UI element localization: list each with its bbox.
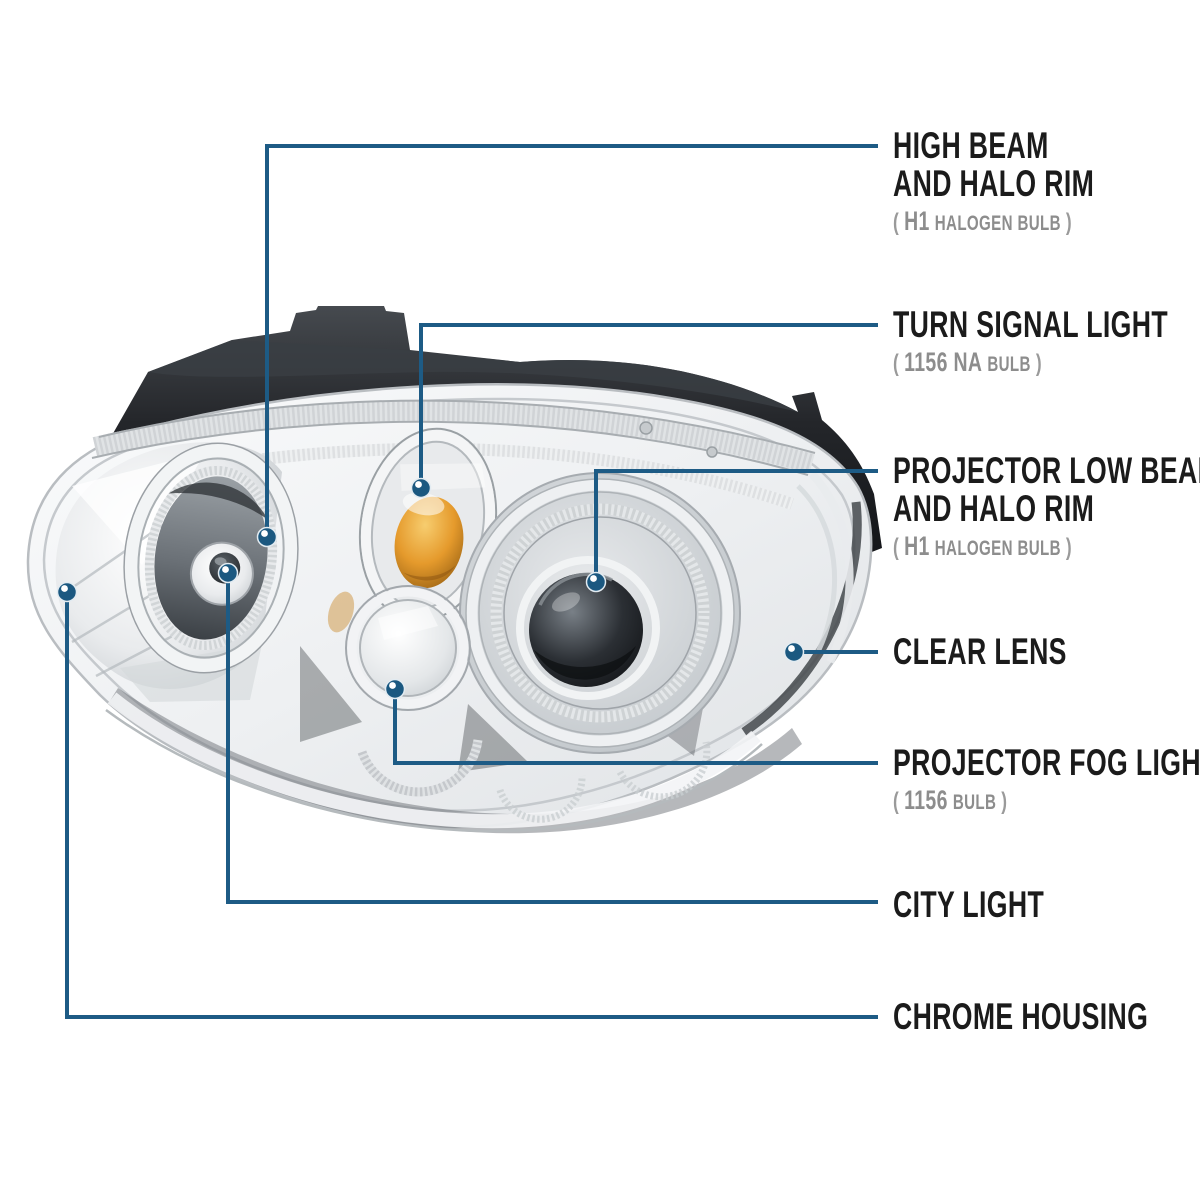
callout-line-city-light bbox=[226, 573, 878, 904]
label-turn-signal: TURN SIGNAL LIGHT ( 1156 NA BULB ) bbox=[893, 306, 1168, 378]
label-city-light: CITY LIGHT bbox=[893, 886, 1044, 924]
right-lens-ribs bbox=[639, 421, 854, 664]
callout-dot-chrome-housing bbox=[56, 581, 78, 603]
label-high-beam-bulb: ( H1 HALOGEN BULB ) bbox=[893, 206, 1073, 236]
low-beam-projector-lens bbox=[529, 573, 643, 687]
high-beam-halo-ring bbox=[123, 442, 299, 674]
label-fog-light-bulb: ( 1156 BULB ) bbox=[893, 785, 1008, 815]
turn-signal-amber-bulb bbox=[394, 496, 464, 589]
label-low-beam-line2: AND HALO RIM bbox=[893, 488, 1095, 529]
label-high-beam-line2: AND HALO RIM bbox=[893, 163, 1095, 204]
callout-line-fog-light bbox=[393, 689, 878, 765]
callout-dot-clear-lens bbox=[783, 641, 805, 663]
label-city-light-line1: CITY LIGHT bbox=[893, 884, 1045, 925]
label-clear-lens-line1: CLEAR LENS bbox=[893, 631, 1067, 672]
label-low-beam-bulb: ( H1 HALOGEN BULB ) bbox=[893, 531, 1073, 561]
label-fog-light: PROJECTOR FOG LIGHT ( 1156 BULB ) bbox=[893, 744, 1200, 816]
label-high-beam: HIGH BEAM AND HALO RIM ( H1 HALOGEN BULB… bbox=[893, 127, 1094, 237]
callout-dots bbox=[56, 477, 805, 700]
label-low-beam-line1: PROJECTOR LOW BEAM bbox=[893, 450, 1200, 491]
label-chrome-housing: CHROME HOUSING bbox=[893, 998, 1148, 1036]
callout-line-turn-signal bbox=[419, 323, 878, 488]
label-low-beam: PROJECTOR LOW BEAM AND HALO RIM ( H1 HAL… bbox=[893, 452, 1200, 562]
callout-dot-fog-light bbox=[384, 678, 406, 700]
callout-dot-turn-signal bbox=[410, 477, 432, 499]
callout-line-low-beam bbox=[594, 469, 878, 582]
callout-dot-city-light bbox=[217, 562, 239, 584]
housing-bracket bbox=[58, 306, 882, 566]
label-chrome-housing-line1: CHROME HOUSING bbox=[893, 996, 1149, 1037]
label-turn-signal-line1: TURN SIGNAL LIGHT bbox=[893, 304, 1168, 345]
callout-line-chrome-housing bbox=[65, 592, 878, 1019]
callout-dot-low-beam bbox=[585, 571, 607, 593]
label-clear-lens: CLEAR LENS bbox=[893, 633, 1067, 671]
callout-dot-high-beam bbox=[256, 526, 278, 548]
label-high-beam-line1: HIGH BEAM bbox=[893, 125, 1049, 166]
label-turn-signal-bulb: ( 1156 NA BULB ) bbox=[893, 347, 1042, 377]
label-fog-light-line1: PROJECTOR FOG LIGHT bbox=[893, 742, 1200, 783]
turn-signal-lens bbox=[358, 427, 498, 623]
low-beam-projector-assembly bbox=[459, 472, 741, 754]
amber-reflection bbox=[327, 591, 355, 633]
callout-line-high-beam bbox=[265, 144, 878, 537]
callout-lines bbox=[65, 144, 878, 1019]
